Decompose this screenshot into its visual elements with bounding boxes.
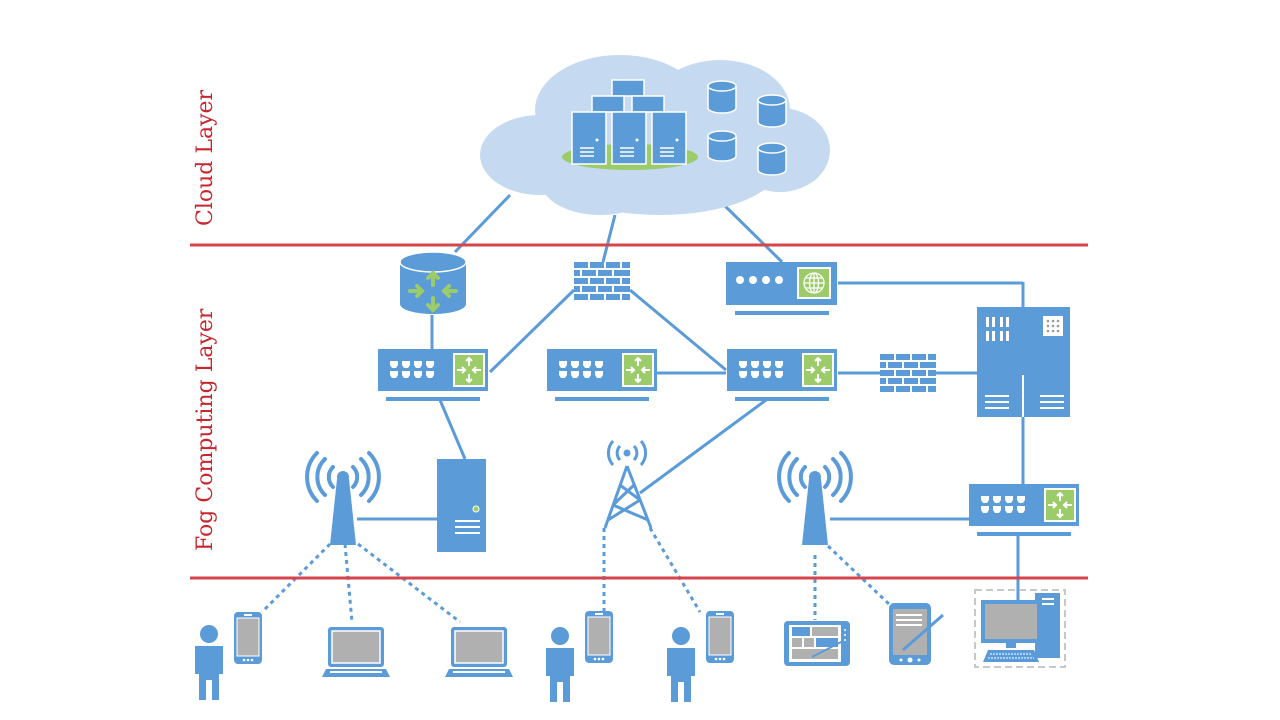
firewall-icon: [880, 354, 936, 392]
link-switch1-tower: [438, 399, 467, 460]
user-with-phone-icon: [667, 610, 735, 702]
wireless-connections: [260, 527, 892, 624]
user-with-phone-icon: [546, 610, 614, 702]
database-icon: [757, 142, 787, 176]
router-cylinder-icon: [399, 251, 467, 314]
tower-server-icon: [437, 459, 486, 552]
gateway-modem-icon: [726, 262, 837, 315]
fog-computing-layer-label: Fog Computing Layer: [193, 308, 218, 551]
link-cloud-modem: [720, 201, 784, 264]
database-icon: [707, 80, 737, 114]
switch-icon: [968, 483, 1080, 537]
cloud-icon: [480, 55, 830, 215]
laptop-icon: [444, 626, 514, 678]
desktop-computer-icon: [974, 589, 1066, 668]
database-icon: [757, 94, 787, 128]
database-icons: [707, 80, 787, 176]
wireless-antenna-icon: [777, 451, 853, 547]
firewall-icon: [574, 262, 630, 300]
server-cluster-icon: [562, 79, 698, 170]
link-switch3-celltower: [639, 398, 767, 495]
cloud-layer-label: Cloud Layer: [193, 89, 218, 226]
link-firewall-switch1: [488, 288, 576, 374]
switch-icon: [546, 348, 658, 402]
user-with-phone-icon: [195, 611, 263, 700]
cell-tower-icon: [603, 440, 653, 529]
switch-icon: [377, 348, 489, 402]
laptop-icon: [321, 626, 391, 678]
pda-stylus-icon: [889, 603, 944, 665]
tablet-icon: [784, 621, 850, 666]
mainframe-icon: [977, 307, 1070, 417]
switch-icon: [726, 348, 838, 402]
database-icon: [707, 130, 737, 162]
wireless-antenna-icon: [305, 451, 381, 547]
link-cloud-router: [453, 193, 512, 254]
link-cloud-firewall: [601, 214, 617, 263]
link-firewall-switch3: [629, 288, 727, 372]
